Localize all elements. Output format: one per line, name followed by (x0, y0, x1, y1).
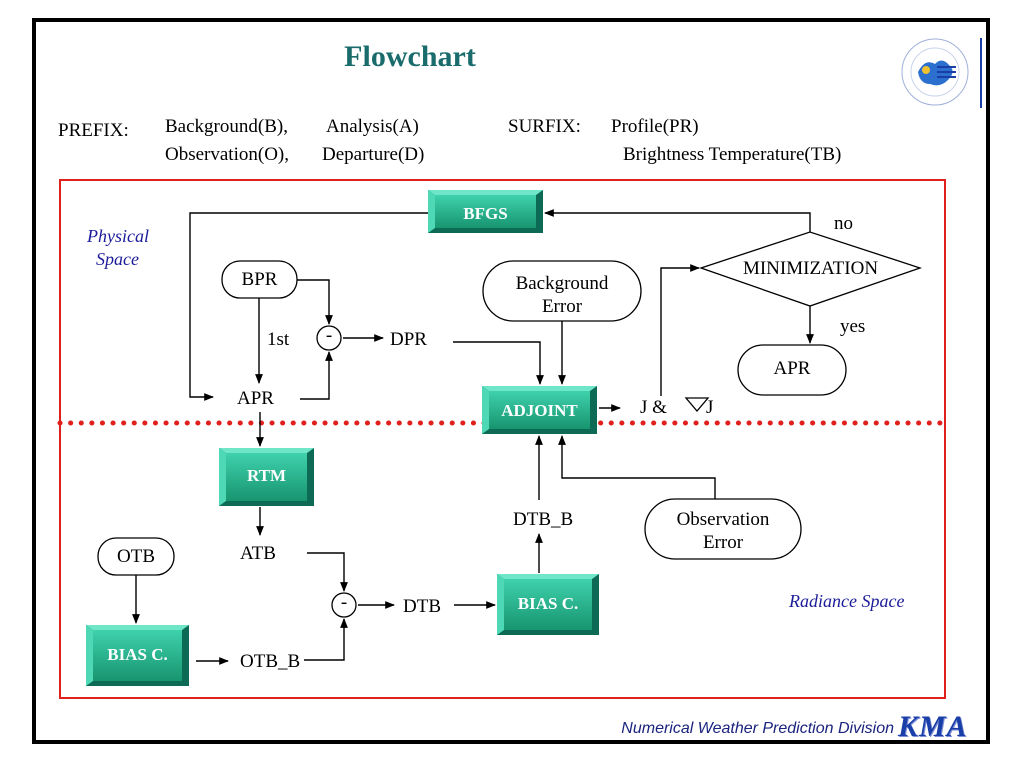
edge-bfgs-apr (189, 212, 428, 401)
prefix-observation: Observation(O), (165, 144, 289, 165)
edge-obserr-adjoint (558, 435, 716, 499)
edge-apr-minus (300, 351, 333, 400)
surfix-label: SURFIX: (508, 116, 581, 137)
obs-error-label-1: Observation (676, 509, 770, 530)
bias-left-label: BIAS C. (107, 645, 168, 664)
bfgs-box (428, 190, 543, 233)
apr-mid-label: APR (237, 388, 274, 409)
yes-label: yes (840, 316, 866, 337)
minimization-label: MINIMIZATION (742, 258, 879, 279)
rtm-box (219, 448, 314, 506)
bg-error-label-1: Background (515, 273, 609, 294)
physical-space-label: Physical (87, 226, 149, 246)
surfix-profile: Profile(PR) (611, 116, 699, 137)
minimization-diamond (698, 231, 923, 307)
j-label: J & (640, 397, 667, 418)
rtm-label: RTM (246, 466, 287, 485)
bias-right-label: BIAS C. (517, 594, 579, 613)
kma-logo-text: KMA (898, 710, 968, 743)
otb-b-label: OTB_B (240, 651, 301, 672)
nabla-j-label: J (706, 397, 714, 418)
bias-right-box (497, 574, 599, 635)
edge-j-minimization (660, 264, 700, 396)
physical-space-label-2: Space (96, 249, 139, 269)
page-title: Flowchart (344, 40, 476, 73)
minus-bottom-label: - (340, 592, 348, 613)
minus-top-label: - (325, 325, 333, 346)
nabla-icon (684, 397, 710, 413)
apr-result-label: APR (773, 358, 811, 379)
kma-seal-logo (901, 38, 969, 106)
prefix-label: PREFIX: (58, 120, 129, 141)
bias-left-box (86, 625, 189, 686)
obs-error-label-2: Error (702, 532, 744, 553)
bpr-label: BPR (241, 269, 278, 290)
adjoint-label: ADJOINT (501, 401, 578, 420)
first-label: 1st (267, 329, 290, 350)
radiance-space-label: Radiance Space (789, 591, 905, 611)
surfix-brightness: Brightness Temperature(TB) (623, 144, 842, 165)
adjoint-box (482, 386, 597, 434)
bfgs-label: BFGS (463, 204, 508, 223)
atb-label: ATB (240, 543, 276, 564)
otb-label: OTB (117, 546, 155, 567)
footer-division: Numerical Weather Prediction Division (621, 720, 894, 737)
dpr-label: DPR (390, 329, 427, 350)
edge-bpr-minus (297, 279, 333, 325)
obs-error-box (644, 498, 802, 560)
apr-result-box (737, 344, 847, 396)
region-border (59, 179, 946, 699)
minus-circle-top (316, 325, 342, 351)
bg-error-label-2: Error (541, 296, 583, 317)
dtb-label: DTB (403, 596, 441, 617)
edge-atb-minus (307, 552, 348, 592)
prefix-departure: Departure(D) (322, 144, 425, 165)
dtb-b-label: DTB_B (513, 509, 574, 530)
prefix-background: Background(B), (165, 116, 288, 137)
minus-circle-bottom (331, 592, 357, 618)
prefix-analysis: Analysis(A) (326, 116, 419, 137)
no-label: no (834, 213, 853, 234)
edge-no-bfgs (544, 209, 811, 232)
edge-otbb-minus (304, 618, 348, 661)
edge-dpr-adjoint (453, 341, 544, 385)
